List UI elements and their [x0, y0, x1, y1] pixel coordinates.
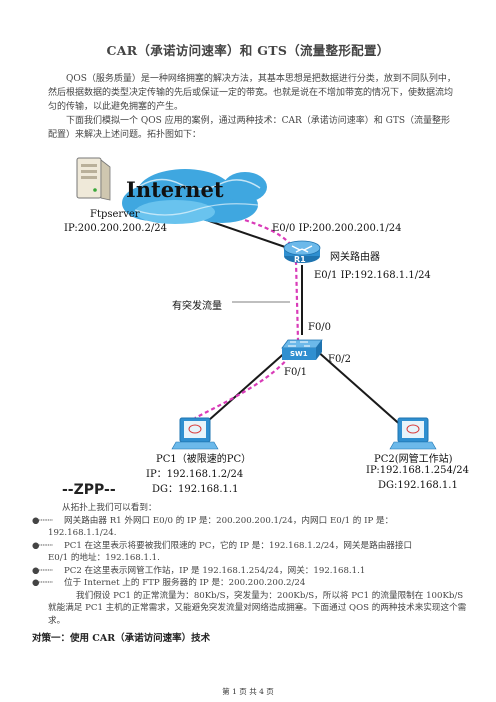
topology-diagram: Internet R1 SW1 [76, 157, 437, 450]
intro-paragraph-1: QOS（服务质量）是一种网络拥塞的解决方法，其基本思想是把数据进行分类，放到不同… [48, 74, 456, 112]
bullet-item-2: ●········ PC1 在这里表示将要被我们限速的 PC，它的 IP 是：1… [32, 540, 472, 553]
bullet-text: PC1 在这里表示将要被我们限速的 PC，它的 IP 是：192.168.1.2… [64, 540, 413, 551]
bullet-continuation: 192.168.1.1/24. [48, 528, 117, 538]
r1-e00-label: E0/0 IP:200.200.200.1/24 [272, 223, 402, 234]
bullet-marker: ●········ [32, 565, 53, 576]
router-icon [283, 240, 321, 263]
pc1-icon [171, 417, 219, 450]
server-icon [76, 157, 111, 201]
bullet-text: 位于 Internet 上的 FTP 服务器的 IP 是：200.200.200… [64, 578, 306, 588]
sw1-f02-label: F0/2 [328, 354, 352, 365]
switch-id-label: SW1 [290, 350, 308, 358]
author-signature: --ZPP-- [62, 482, 116, 498]
sw1-f01-label: F0/1 [284, 367, 308, 378]
intro-paragraph-2: 下面我们模拟一个 QOS 应用的案例，通过两种技术：CAR（承诺访问速率）和 G… [48, 116, 451, 140]
pc2-ip: IP:192.168.1.254/24 [366, 465, 469, 476]
switch-icon [281, 339, 323, 360]
bullet-marker: ●········ [32, 540, 53, 551]
bullet-marker: ●········ [32, 578, 53, 588]
topology-notes: 从拓扑上我们可以看到： ●········ 网关路由器 R1 外网口 E0/0 … [32, 502, 472, 627]
burst-traffic-label: 有突发流量 [172, 301, 222, 312]
ftp-server-ip: IP:200.200.200.2/24 [64, 223, 167, 234]
pc1-gateway: DG：192.168.1.1 [152, 484, 239, 495]
ftp-server-name: Ftpserver [90, 209, 140, 220]
bullet-item-3: ●········ PC2 在这里表示网管工作站，IP 是 192.168.1.… [32, 565, 472, 578]
bullet-text: PC2 在这里表示网管工作站，IP 是 192.168.1.254/24，网关：… [64, 565, 366, 576]
intro-text: QOS（服务质量）是一种网络拥塞的解决方法，其基本思想是把数据进行分类，放到不同… [48, 72, 458, 142]
bullet-item-4: ●········ 位于 Internet 上的 FTP 服务器的 IP 是：2… [32, 577, 472, 590]
bullet-item-1: ●········ 网关路由器 R1 外网口 E0/0 的 IP 是：200.2… [32, 515, 472, 528]
pc2-gateway: DG:192.168.1.1 [378, 480, 458, 491]
internet-label: Internet [126, 177, 224, 202]
page-title: CAR（承诺访问速率）和 GTS（流量整形配置） [106, 43, 390, 58]
router-name-label: 网关路由器 [330, 252, 380, 263]
bullet-marker: ●········ [32, 515, 53, 526]
bullet-text: 网关路由器 R1 外网口 E0/0 的 IP 是：200.200.200.1/2… [64, 515, 394, 526]
page-footer: 第 1 页 共 4 页 [222, 687, 274, 696]
pc2-icon [389, 417, 437, 450]
pc1-ip: IP：192.168.1.2/24 [146, 469, 244, 480]
sw1-f00-label: F0/0 [308, 322, 332, 333]
r1-e01-label: E0/1 IP:192.168.1.1/24 [314, 270, 431, 281]
internet-cloud [122, 169, 267, 224]
bullet-continuation: E0/1 的地址：192.168.1.1. [48, 553, 160, 563]
link-sw1-pc2 [315, 349, 405, 429]
strategy-heading: 对策一：使用 CAR（承诺访问速率）技术 [32, 633, 211, 644]
router-id-label: R1 [294, 255, 306, 264]
notes-lead: 从拓扑上我们可以看到： [62, 503, 157, 513]
assumption-paragraph: 我们假设 PC1 的正常流量为：80Kb/S，突发量为：200Kb/S，所以将 … [48, 590, 467, 626]
link-sw1-pc1 [199, 349, 289, 429]
pc1-name: PC1（被限速的PC） [156, 454, 252, 465]
pc2-name: PC2(网管工作站) [374, 454, 453, 465]
